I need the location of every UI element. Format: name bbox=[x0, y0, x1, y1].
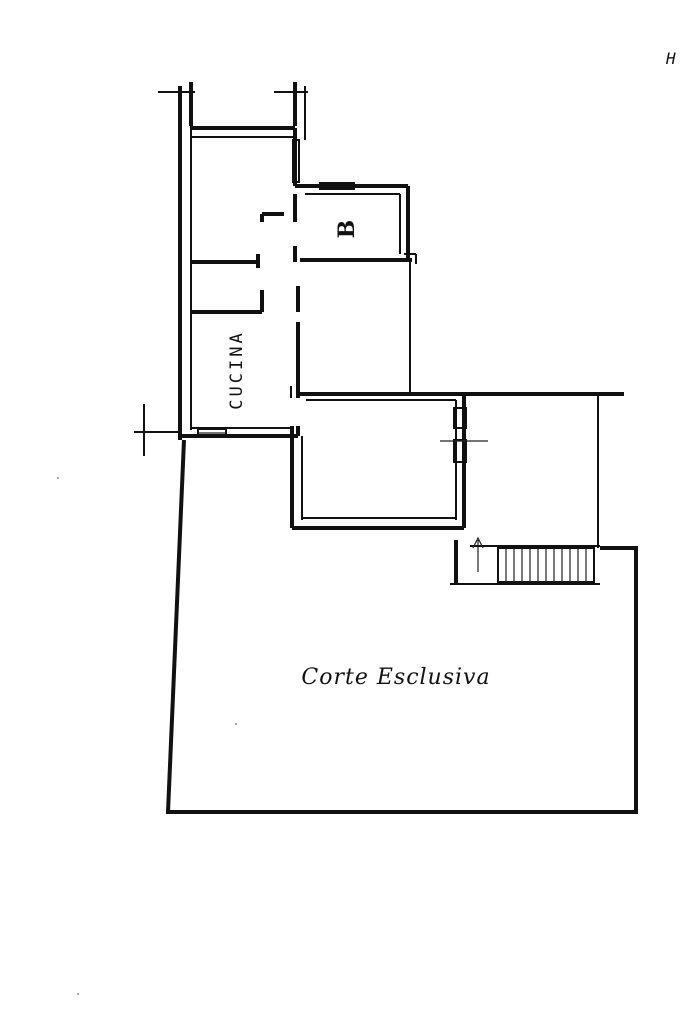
staircase bbox=[497, 547, 595, 583]
scan-speck bbox=[235, 723, 237, 725]
scan-speck bbox=[77, 993, 79, 995]
corner-mark: H bbox=[665, 49, 676, 68]
kitchen-label: CUCINA bbox=[227, 330, 247, 409]
bathroom-label: B bbox=[334, 220, 360, 239]
scan-speck bbox=[57, 477, 59, 479]
stair-direction-arrow bbox=[472, 536, 484, 572]
courtyard-label: Corte Esclusiva bbox=[301, 665, 490, 690]
courtyard-boundary bbox=[165, 439, 638, 814]
building-walls bbox=[134, 82, 624, 548]
